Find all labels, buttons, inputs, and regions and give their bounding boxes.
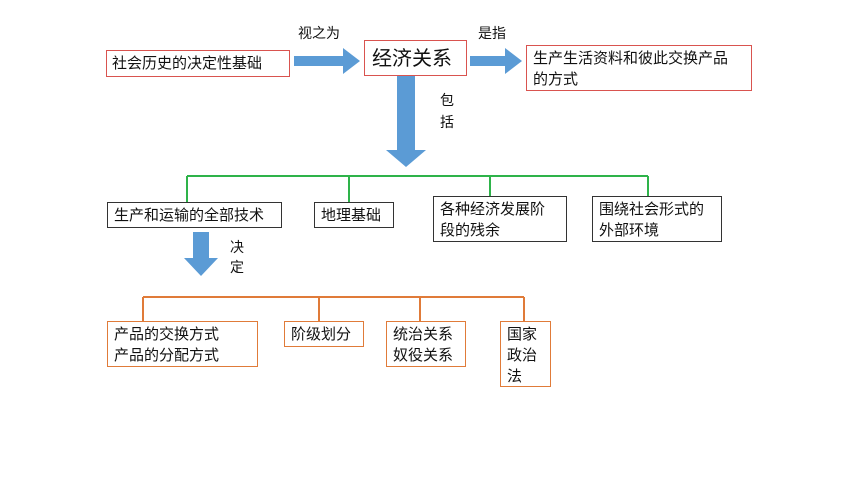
- arrow-center-down: [386, 76, 426, 167]
- orange-connector: [142, 296, 525, 321]
- down-arrow2-label: 决 定: [230, 240, 244, 276]
- green-connector: [186, 175, 649, 203]
- down-arrow-label: 包 括: [440, 93, 454, 131]
- level1-box-technology: 生产和运输的全部技术: [107, 202, 282, 228]
- arrow-center-to-right: [470, 48, 522, 74]
- level2-box-exchange-distribution: 产品的交换方式 产品的分配方式: [107, 321, 258, 367]
- level1-box-environment: 围绕社会形式的 外部环境: [592, 196, 722, 242]
- level2-box-class-division: 阶级划分: [284, 321, 364, 347]
- level1-box-geography: 地理基础: [314, 202, 394, 228]
- right-arrow-label: 是指: [478, 26, 506, 42]
- level2-box-state-law: 国家 政治 法: [500, 321, 551, 387]
- level1-box-remnants: 各种经济发展阶 段的残余: [433, 196, 567, 242]
- arrow-tech-down: [184, 232, 218, 276]
- economic-relations-box: 经济关系: [364, 40, 467, 76]
- production-exchange-box: 生产生活资料和彼此交换产品 的方式: [526, 45, 752, 91]
- arrow-left-to-center: [294, 48, 360, 74]
- social-history-basis-box: 社会历史的决定性基础: [106, 50, 290, 77]
- left-arrow-label: 视之为: [298, 26, 340, 42]
- level2-box-domination: 统治关系 奴役关系: [386, 321, 466, 367]
